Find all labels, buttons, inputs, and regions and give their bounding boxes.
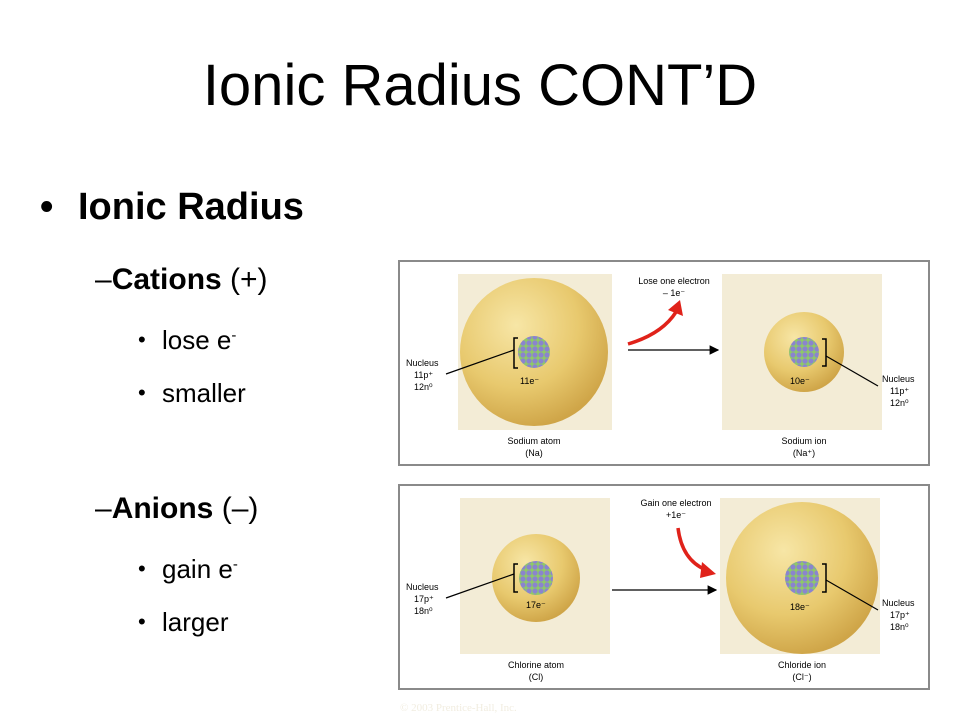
nucleus-left-neutrons: 12n⁰ (414, 382, 433, 392)
ion-electrons: 18e⁻ (790, 602, 810, 612)
atom-symbol: (Na) (525, 448, 543, 458)
nucleus-right-title: Nucleus (882, 598, 915, 608)
sodium-diagram-panel: Lose one electron – 1e⁻ Nucleus 11p⁺ 12n… (398, 260, 930, 466)
copyright-text: © 2003 Prentice-Hall, Inc. (400, 702, 517, 714)
anions-heading: –Anions (–) (95, 492, 259, 525)
transfer-value: +1e⁻ (666, 510, 686, 520)
atom-symbol: (Cl) (529, 672, 544, 682)
nucleus-right-neutrons: 18n⁰ (890, 622, 909, 632)
bullet-icon: • (138, 380, 146, 405)
ion-name: Sodium ion (781, 436, 826, 446)
chloride-ion-nucleus (785, 561, 819, 595)
nucleus-right-protons: 11p⁺ (890, 386, 909, 396)
atom-name: Chlorine atom (508, 660, 564, 670)
nucleus-right-title: Nucleus (882, 374, 915, 384)
sodium-ion-nucleus (789, 337, 819, 367)
cations-point-1-sup: - (231, 327, 237, 344)
nucleus-left-neutrons: 18n⁰ (414, 606, 433, 616)
cations-point-1-text: lose e (162, 325, 232, 355)
transfer-value: – 1e⁻ (663, 288, 686, 298)
cations-heading: –Cations (+) (95, 263, 268, 296)
sodium-atom-nucleus (518, 336, 550, 368)
bullet-icon: • (138, 556, 146, 581)
anions-point-1-sup: - (232, 556, 238, 573)
nucleus-left-protons: 11p⁺ (414, 370, 433, 380)
atom-name: Sodium atom (507, 436, 560, 446)
ion-electrons: 10e⁻ (790, 376, 810, 386)
ion-symbol: (Na⁺) (793, 448, 815, 458)
ion-name: Chloride ion (778, 660, 826, 670)
nucleus-left-title: Nucleus (406, 358, 439, 368)
nucleus-right-protons: 17p⁺ (890, 610, 910, 620)
bullet-icon: • (138, 609, 146, 634)
sodium-diagram: Lose one electron – 1e⁻ Nucleus 11p⁺ 12n… (406, 274, 915, 458)
anions-sign: (–) (221, 492, 259, 525)
transfer-label: Lose one electron (638, 276, 710, 286)
anions-point-1-text: gain e (162, 554, 233, 584)
cations-sign: (+) (230, 263, 268, 296)
chlorine-atom-nucleus (519, 561, 553, 595)
ion-symbol: (Cl⁻) (792, 672, 811, 682)
chlorine-diagram: Gain one electron +1e⁻ Nucleus 17p⁺ 18n⁰… (406, 498, 915, 682)
anions-label: Anions (111, 492, 214, 525)
main-bullet-text: Ionic Radius (78, 186, 304, 228)
atom-electrons: 11e⁻ (520, 376, 539, 386)
cations-point-2-text: smaller (162, 378, 246, 408)
atom-electrons: 17e⁻ (526, 600, 546, 610)
nucleus-left-protons: 17p⁺ (414, 594, 434, 604)
nucleus-right-neutrons: 12n⁰ (890, 398, 909, 408)
transfer-label: Gain one electron (640, 498, 711, 508)
cations-label: Cations (111, 263, 222, 296)
nucleus-left-title: Nucleus (406, 582, 439, 592)
bullet-icon: • (40, 186, 54, 228)
electron-loss-arrow (627, 311, 678, 346)
chlorine-diagram-panel: Gain one electron +1e⁻ Nucleus 17p⁺ 18n⁰… (398, 484, 930, 690)
slide-title: Ionic Radius CONT’D (202, 53, 758, 118)
bullet-icon: • (138, 327, 146, 352)
anions-point-2-text: larger (162, 607, 229, 637)
